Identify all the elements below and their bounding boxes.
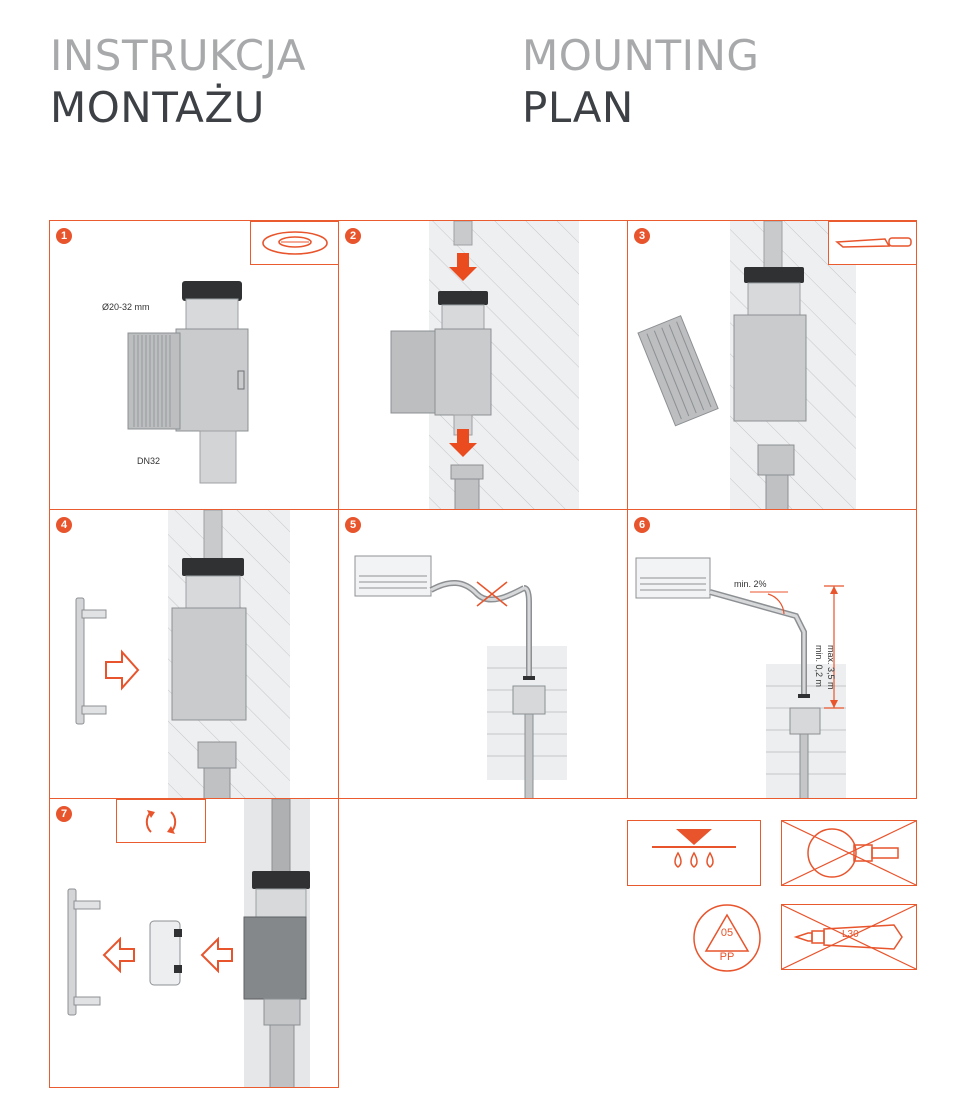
step-7-icon-box xyxy=(116,799,206,843)
knife-icon xyxy=(835,237,912,248)
title-polish-line2: MONTAŻU xyxy=(50,83,265,132)
dn-label: DN32 xyxy=(137,456,161,466)
drip-water-symbol xyxy=(627,820,761,886)
step-7-number: 7 xyxy=(56,806,72,822)
step-5-number: 5 xyxy=(345,517,361,533)
diameter-label: Ø20-32 mm xyxy=(102,302,150,312)
step-6-number: 6 xyxy=(634,517,650,533)
max-height-label: max. 3,5 m xyxy=(826,645,836,690)
wall-rosette-icon xyxy=(262,231,328,255)
glue-tube-crossed-icon xyxy=(781,904,917,970)
step-6-panel: 6 min. 2% min. 0,2 m max. 3,5 m xyxy=(627,509,917,799)
rotate-arrows-icon xyxy=(145,810,177,834)
step-1-panel: 1 Ø20-32 mm DN32 xyxy=(49,220,339,510)
min-height-label: min. 0,2 m xyxy=(814,645,824,688)
step-3-number: 3 xyxy=(634,228,650,244)
siphon-drawing xyxy=(127,281,249,484)
step-1-number: 1 xyxy=(56,228,72,244)
recycling-symbol: 05 PP xyxy=(692,903,762,973)
glue-tube-label: L30 xyxy=(842,929,859,940)
no-glue-symbol: L30 xyxy=(781,904,917,970)
cover-plate-drawing xyxy=(75,510,290,798)
siphon-mounted-drawing xyxy=(637,221,856,509)
title-polish: INSTRUKCJA MONTAŻU xyxy=(50,30,306,134)
blowtorch-crossed-icon xyxy=(781,820,917,886)
step-2-panel: 2 xyxy=(338,220,628,510)
recycling-material: PP xyxy=(719,951,735,963)
recycling-code: 05 xyxy=(720,927,734,939)
step-5-panel: 5 xyxy=(338,509,628,799)
step-3-panel: 3 xyxy=(627,220,917,510)
water-drops-icon xyxy=(652,829,736,868)
step-4-panel: 4 xyxy=(49,509,339,799)
siphon-insertion-drawing xyxy=(390,221,579,509)
title-english: MOUNTING PLAN xyxy=(522,30,759,134)
correct-hose-routing-drawing xyxy=(635,557,846,798)
title-english-line1: MOUNTING xyxy=(522,31,760,80)
wrong-hose-routing-drawing xyxy=(354,555,567,798)
no-blowtorch-symbol xyxy=(781,820,917,886)
step-2-number: 2 xyxy=(345,228,361,244)
title-polish-line1: INSTRUKCJA xyxy=(50,31,306,80)
step-4-number: 4 xyxy=(56,517,72,533)
step-7-panel: 7 xyxy=(49,798,339,1088)
recycling-icon xyxy=(693,904,761,972)
slope-label: min. 2% xyxy=(734,579,767,589)
cleaning-drawing xyxy=(67,799,310,1087)
step-3-icon-box xyxy=(828,221,916,265)
title-english-line2: PLAN xyxy=(522,83,634,132)
step-1-icon-box xyxy=(250,221,338,265)
